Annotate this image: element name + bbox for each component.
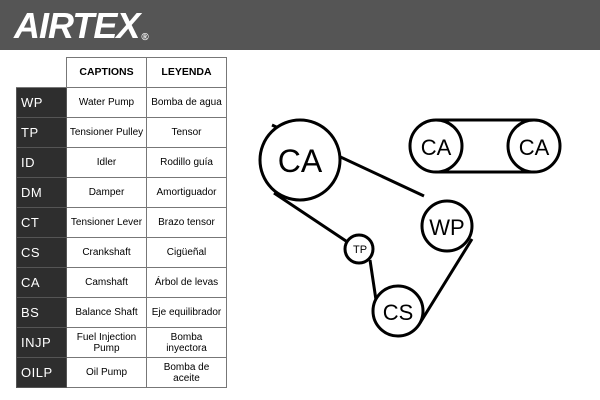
pulley-ca-main-circle bbox=[258, 118, 342, 202]
row-caption: Camshaft bbox=[66, 267, 147, 298]
table-row: WP Water Pump Bomba de agua bbox=[16, 87, 227, 118]
table-row: OILP Oil Pump Bomba de aceite bbox=[16, 357, 227, 388]
legend-table: CAPTIONS LEYENDA WP Water Pump Bomba de … bbox=[16, 57, 227, 388]
pulley-cs: CS bbox=[371, 284, 425, 338]
row-code: DM bbox=[16, 177, 67, 208]
row-leyenda: Bomba inyectora bbox=[146, 327, 227, 358]
logo-text: AIRTEX bbox=[14, 5, 140, 46]
pulley-ca-top-right: CA bbox=[506, 118, 562, 174]
row-caption: Idler bbox=[66, 147, 147, 178]
table-row: INJP Fuel Injection Pump Bomba inyectora bbox=[16, 327, 227, 358]
pulley-wp: WP bbox=[420, 199, 474, 253]
pulley-tp: TP bbox=[343, 233, 375, 265]
captions-header: CAPTIONS bbox=[66, 57, 147, 88]
pulley-ca-top-left-circle bbox=[408, 118, 464, 174]
row-code: ID bbox=[16, 147, 67, 178]
cam-belt bbox=[436, 118, 534, 174]
pulley-tp-label: TP bbox=[353, 244, 367, 256]
row-caption: Balance Shaft bbox=[66, 297, 147, 328]
pulley-wp-label: WP bbox=[429, 215, 464, 240]
pulley-wp-circle bbox=[420, 199, 474, 253]
row-code: CT bbox=[16, 207, 67, 238]
row-caption: Oil Pump bbox=[66, 357, 147, 388]
table-row: TP Tensioner Pulley Tensor bbox=[16, 117, 227, 148]
pulley-tp-circle bbox=[343, 233, 375, 265]
table-row: ID Idler Rodillo guía bbox=[16, 147, 227, 178]
row-code: BS bbox=[16, 297, 67, 328]
pulley-ca-top-left-label: CA bbox=[421, 135, 452, 160]
row-code: INJP bbox=[16, 327, 67, 358]
row-leyenda: Brazo tensor bbox=[146, 207, 227, 238]
registered-mark: ® bbox=[141, 32, 148, 43]
row-code: OILP bbox=[16, 357, 67, 388]
row-leyenda: Bomba de aceite bbox=[146, 357, 227, 388]
pulley-ca-main: CA bbox=[258, 118, 342, 202]
table-row: BS Balance Shaft Eje equilibrador bbox=[16, 297, 227, 328]
row-leyenda: Bomba de agua bbox=[146, 87, 227, 118]
row-code: TP bbox=[16, 117, 67, 148]
row-leyenda: Cigüeñal bbox=[146, 237, 227, 268]
row-code: CA bbox=[16, 267, 67, 298]
pulley-cs-circle bbox=[371, 284, 425, 338]
pulley-ca-top-right-label: CA bbox=[519, 135, 550, 160]
row-leyenda: Árbol de levas bbox=[146, 267, 227, 298]
legend-header-row: CAPTIONS LEYENDA bbox=[16, 57, 227, 88]
table-row: CA Camshaft Árbol de levas bbox=[16, 267, 227, 298]
table-row: CS Crankshaft Cigüeñal bbox=[16, 237, 227, 268]
pulley-cs-label: CS bbox=[383, 300, 414, 325]
row-caption: Tensioner Lever bbox=[66, 207, 147, 238]
legend-header-blank bbox=[16, 57, 67, 88]
pulley-ca-top-left: CA bbox=[408, 118, 464, 174]
row-code: CS bbox=[16, 237, 67, 268]
row-leyenda: Rodillo guía bbox=[146, 147, 227, 178]
airtex-logo: AIRTEX® bbox=[14, 4, 149, 48]
leyenda-header: LEYENDA bbox=[146, 57, 227, 88]
timing-belt bbox=[271, 123, 474, 324]
pulley-ca-top-right-circle bbox=[506, 118, 562, 174]
table-row: CT Tensioner Lever Brazo tensor bbox=[16, 207, 227, 238]
pulley-ca-main-label: CA bbox=[278, 143, 323, 179]
row-caption: Crankshaft bbox=[66, 237, 147, 268]
brand-header: AIRTEX® bbox=[0, 0, 600, 50]
